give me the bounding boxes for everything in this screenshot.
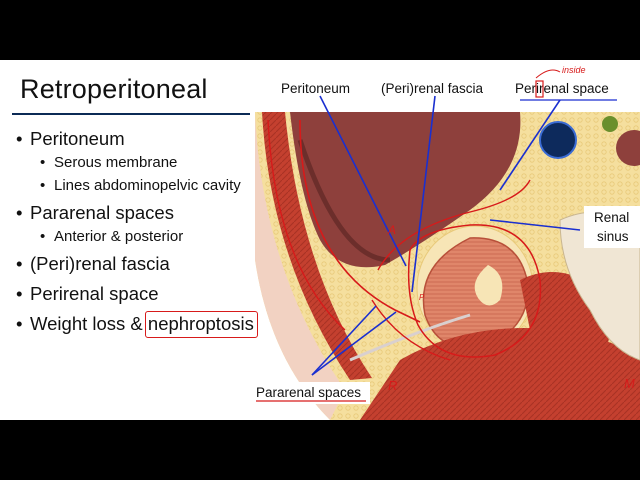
bullet-peritoneum: Peritoneum Serous membrane Lines abdomin…: [14, 128, 264, 194]
bullet-text: Peritoneum: [30, 128, 125, 149]
sub-bullet-lines-cavity: Lines abdominopelvic cavity: [30, 177, 264, 194]
annotation-a: A: [387, 223, 396, 237]
bullet-perirenal-fascia: (Peri)renal fascia: [14, 253, 264, 275]
label-perirenal-space: Perirenal space: [515, 81, 609, 96]
slide: Peritoneum (Peri)renal fascia Perirenal …: [0, 60, 640, 420]
sub-bullet-list: Anterior & posterior: [30, 228, 264, 245]
bullet-text: (Peri)renal fascia: [30, 253, 170, 274]
bullet-perirenal-space: Perirenal space: [14, 283, 264, 305]
anatomy-image: [255, 112, 640, 420]
bullet-text: Pararenal spaces: [30, 202, 174, 223]
annotation-r: R: [388, 378, 397, 393]
label-renal-sinus-1: Renal: [594, 210, 629, 225]
label-perirenal-fascia: (Peri)renal fascia: [381, 81, 484, 96]
nephroptosis-highlight: nephroptosis: [144, 311, 258, 338]
bullet-weight-loss: Weight loss & nephroptosis: [14, 311, 264, 338]
bullet-text: Weight loss &: [30, 313, 148, 334]
label-pararenal-spaces: Pararenal spaces: [256, 385, 361, 400]
slide-title: Retroperitoneal: [20, 74, 208, 104]
bullet-pararenal-spaces: Pararenal spaces Anterior & posterior: [14, 202, 264, 245]
annotation-inside: inside: [562, 65, 586, 75]
bullet-text: Perirenal space: [30, 283, 159, 304]
nephroptosis-text: nephroptosis: [147, 313, 254, 334]
red-ink-box: [144, 311, 258, 338]
cross-section-diagram: Peritoneum (Peri)renal fascia Perirenal …: [252, 65, 640, 420]
annotation-p: P: [419, 293, 425, 302]
title-underline: [12, 113, 250, 115]
sub-bullet-list: Serous membrane Lines abdominopelvic cav…: [30, 154, 264, 194]
label-renal-sinus-2: sinus: [597, 229, 629, 244]
label-peritoneum: Peritoneum: [281, 81, 350, 96]
sub-bullet-anterior-posterior: Anterior & posterior: [30, 228, 264, 245]
sub-bullet-serous-membrane: Serous membrane: [30, 154, 264, 171]
bullet-list: Peritoneum Serous membrane Lines abdomin…: [14, 128, 264, 343]
annotation-m: M: [624, 376, 635, 391]
